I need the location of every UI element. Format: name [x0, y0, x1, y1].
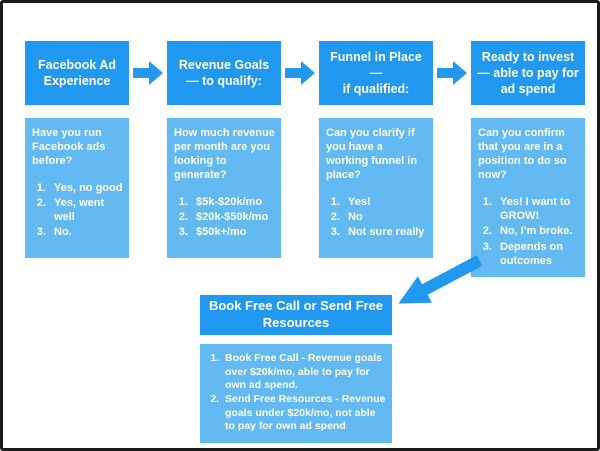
- stage-option: No.: [49, 225, 124, 239]
- stage-title-box: Revenue Goals — to qualify:: [167, 41, 281, 105]
- stage-column-revenue-goals: Revenue Goals — to qualify: How much rev…: [167, 41, 281, 258]
- outcome-title-box: Book Free Call or Send Free Resources: [200, 295, 392, 335]
- outcome-section: Book Free Call or Send Free Resources Bo…: [200, 295, 392, 443]
- stages-row: Facebook Ad Experience Have you run Face…: [25, 41, 585, 277]
- stage-option: No: [343, 210, 428, 224]
- stage-title-line: Revenue Goals: [178, 57, 270, 72]
- stage-option: No, I'm broke.: [495, 224, 580, 238]
- stage-options-list: $5k-$20k/mo $20k-$50k/mo $50k+/mo: [174, 195, 276, 239]
- stage-option: $5k-$20k/mo: [191, 195, 276, 209]
- stage-title-box: Funnel in Place — if qualified:: [319, 41, 433, 105]
- outcome-option: Send Free Resources - Revenue goals unde…: [222, 393, 387, 434]
- stage-option: Yes!: [343, 195, 428, 209]
- stage-title-line: — to qualify:: [186, 74, 262, 88]
- stage-detail-box: Can you clarify if you have a working fu…: [319, 118, 433, 258]
- stage-question: How much revenue per month are you looki…: [174, 127, 275, 182]
- stage-question: Have you run Facebook ads before?: [32, 127, 106, 168]
- stage-detail-box: How much revenue per month are you looki…: [167, 118, 281, 258]
- stage-title-line: Funnel in Place —: [330, 49, 422, 80]
- stage-title-line: Facebook Ad: [37, 57, 117, 72]
- stage-column-facebook-ad-experience: Facebook Ad Experience Have you run Face…: [25, 41, 129, 258]
- stage-title-box: Facebook Ad Experience: [25, 41, 129, 105]
- stage-title-line: if qualified:: [342, 82, 410, 97]
- stage-column-ready-to-invest: Ready to invest — able to pay for ad spe…: [471, 41, 585, 277]
- outcome-options-list: Book Free Call - Revenue goals over $20k…: [204, 352, 387, 434]
- stage-option: $50k+/mo: [191, 225, 276, 239]
- stage-title-line: Ready to invest: [481, 49, 575, 64]
- stage-option: $20k-$50k/mo: [191, 210, 276, 224]
- stage-title-line: Experience: [43, 74, 111, 88]
- stage-title-line: ad spend: [500, 82, 556, 97]
- outcome-detail-box: Book Free Call - Revenue goals over $20k…: [200, 344, 392, 443]
- stage-options-list: Yes! I want to GROW! No, I'm broke. Depe…: [478, 195, 580, 267]
- stage-question: Can you clarify if you have a working fu…: [326, 127, 418, 182]
- stage-option: Yes, no good: [49, 181, 124, 195]
- stage-options-list: Yes, no good Yes, went well No.: [32, 181, 124, 239]
- stage-detail-box: Can you confirm that you are in a positi…: [471, 118, 585, 277]
- stage-title-line: — able to pay for: [477, 65, 579, 80]
- stage-option: Yes! I want to GROW!: [495, 195, 580, 223]
- stage-options-list: Yes! No Not sure really: [326, 195, 428, 239]
- stage-detail-box: Have you run Facebook ads before? Yes, n…: [25, 118, 129, 258]
- outcome-option: Book Free Call - Revenue goals over $20k…: [222, 352, 387, 393]
- stage-title-box: Ready to invest — able to pay for ad spe…: [471, 41, 585, 105]
- stage-option: Depends on outcomes: [495, 240, 580, 268]
- outcome-title-line: Resources: [262, 315, 330, 330]
- arrow-down-left-icon: [390, 245, 487, 318]
- stage-option: Not sure really: [343, 225, 428, 239]
- stage-column-funnel-in-place: Funnel in Place — if qualified: Can you …: [319, 41, 433, 258]
- outcome-title-line: Book Free Call or Send Free: [208, 298, 384, 314]
- arrow-right-icon: [285, 59, 315, 87]
- arrow-right-icon: [133, 59, 163, 87]
- arrow-right-icon: [437, 59, 467, 87]
- stage-question: Can you confirm that you are in a positi…: [478, 127, 567, 182]
- stage-option: Yes, went well: [49, 196, 124, 224]
